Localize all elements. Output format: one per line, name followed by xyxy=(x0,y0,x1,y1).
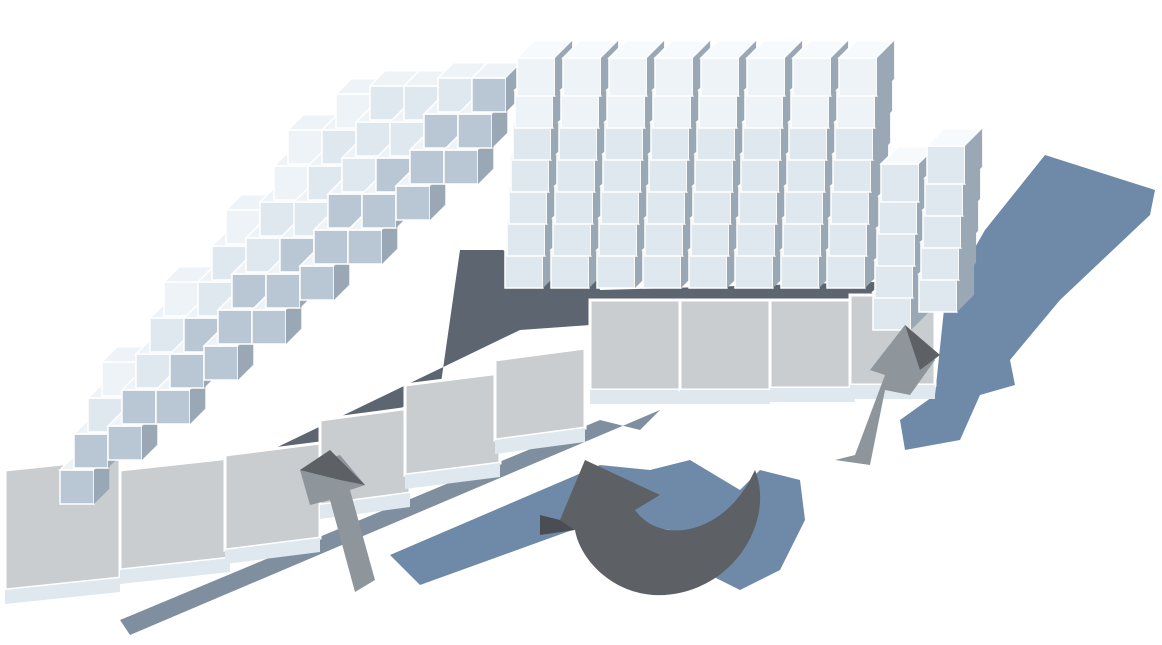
base-block xyxy=(590,300,680,390)
cube-front xyxy=(156,390,190,424)
cube-front xyxy=(396,186,430,220)
cube-front xyxy=(927,146,965,184)
right-cube-block xyxy=(505,41,982,330)
cube-front xyxy=(300,266,334,300)
cube-front xyxy=(204,346,238,380)
cube-front xyxy=(472,78,506,112)
cube-front xyxy=(74,434,108,468)
base-block xyxy=(770,300,855,388)
cube-front xyxy=(362,194,396,228)
base-block xyxy=(680,300,770,390)
cube-front xyxy=(410,150,444,184)
base-block-face xyxy=(770,388,855,402)
cube-front xyxy=(444,150,478,184)
cube xyxy=(472,63,521,112)
base-block xyxy=(495,348,585,440)
cube-front xyxy=(881,164,919,202)
cube-front xyxy=(60,470,94,504)
cube-front xyxy=(609,58,647,96)
cube-front xyxy=(122,390,156,424)
cube-front xyxy=(458,114,492,148)
cube-front xyxy=(701,58,739,96)
cube-front xyxy=(108,426,142,460)
cube-front xyxy=(218,310,252,344)
cube-front xyxy=(839,58,877,96)
base-block-face xyxy=(590,390,680,404)
cube-front xyxy=(563,58,601,96)
cube-front xyxy=(348,230,382,264)
cube-front xyxy=(655,58,693,96)
base-block xyxy=(120,458,230,570)
cube-front xyxy=(170,354,204,388)
base-block-face xyxy=(680,390,770,404)
base-block xyxy=(405,373,500,475)
cube-front xyxy=(517,58,555,96)
base-block xyxy=(225,443,320,550)
cube-front xyxy=(266,274,300,308)
cube-front xyxy=(252,310,286,344)
cube-front xyxy=(793,58,831,96)
cube-front xyxy=(747,58,785,96)
cube-front xyxy=(314,230,348,264)
